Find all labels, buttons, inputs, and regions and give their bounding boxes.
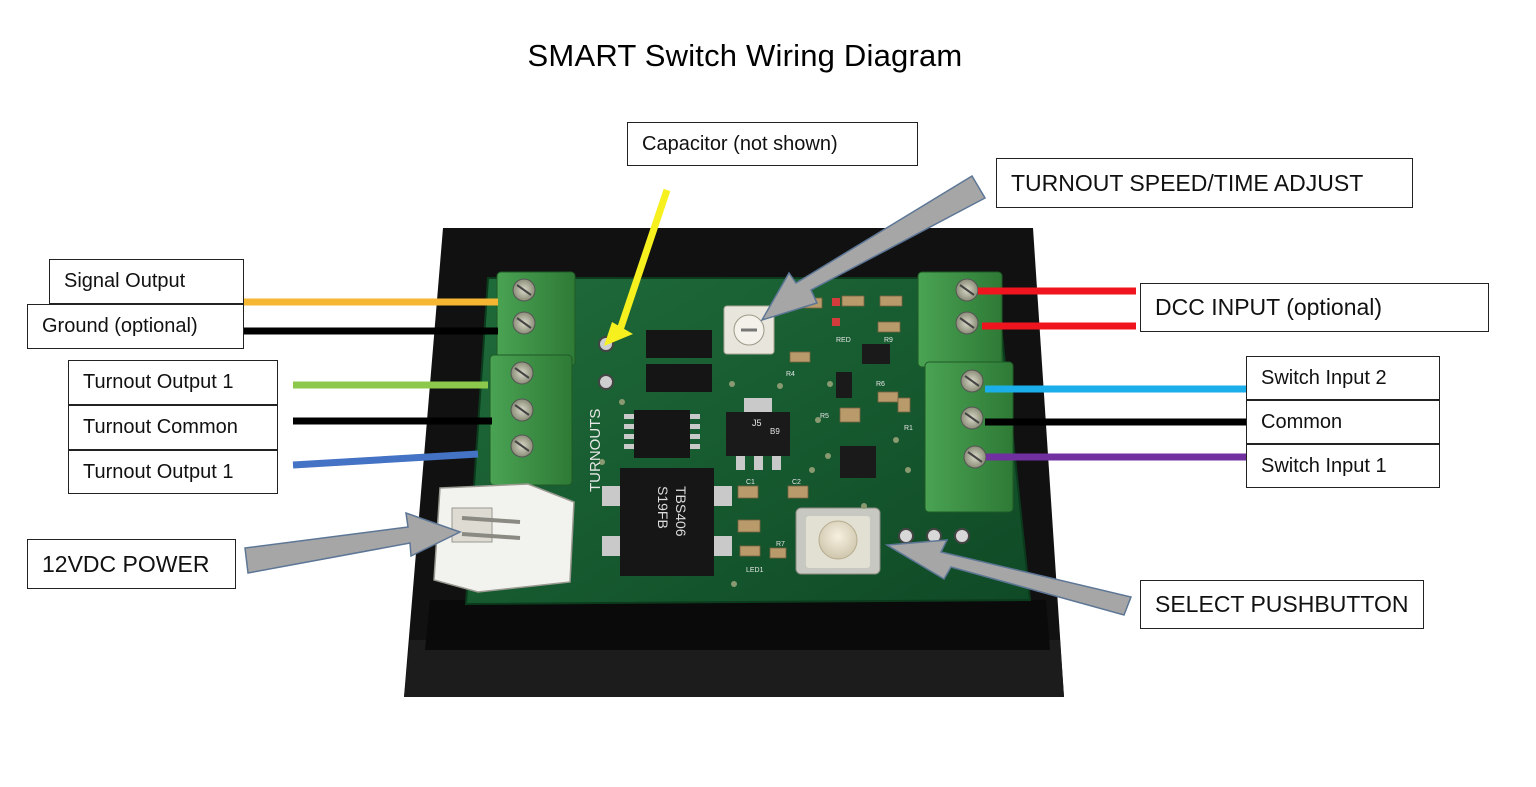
label-common: Common bbox=[1246, 400, 1440, 444]
silk-ic-top: TBS406 bbox=[673, 486, 689, 537]
terminal-block-turnouts bbox=[489, 354, 573, 486]
label-switch-input-1: Switch Input 1 bbox=[1246, 444, 1440, 488]
silk-r7: R7 bbox=[776, 541, 785, 548]
silk-c2: C2 bbox=[792, 479, 801, 486]
label-dcc-input: DCC INPUT (optional) bbox=[1140, 283, 1489, 332]
small-ic bbox=[862, 344, 890, 364]
label-select-pushbutton: SELECT PUSHBUTTON bbox=[1140, 580, 1424, 629]
capacitor-arrow bbox=[604, 188, 671, 346]
silk-r9: R9 bbox=[884, 337, 893, 344]
silk-r6: R6 bbox=[876, 381, 885, 388]
label-ground: Ground (optional) bbox=[27, 304, 244, 349]
label-capacitor: Capacitor (not shown) bbox=[627, 122, 918, 166]
speed-potentiometer bbox=[723, 305, 775, 355]
label-turnout-speed: TURNOUT SPEED/TIME ADJUST bbox=[996, 158, 1413, 208]
transistor bbox=[836, 372, 852, 398]
silk-b9: B9 bbox=[770, 427, 780, 436]
silk-j5: J5 bbox=[752, 418, 762, 428]
silk-c1: C1 bbox=[746, 479, 755, 486]
silk-ic-bottom: S19FB bbox=[655, 486, 671, 529]
label-turnout-common: Turnout Common bbox=[68, 405, 278, 450]
silk-r4: R4 bbox=[786, 371, 795, 378]
power-arrow bbox=[244, 511, 462, 574]
silk-r5: R5 bbox=[820, 413, 829, 420]
enclosure-lip bbox=[404, 640, 1064, 697]
terminal-block-switch bbox=[924, 361, 1014, 513]
label-turnout-output-1b: Turnout Output 1 bbox=[68, 450, 278, 494]
voltage-regulator bbox=[726, 412, 790, 456]
page-title: SMART Switch Wiring Diagram bbox=[527, 38, 963, 73]
label-turnout-output-1a: Turnout Output 1 bbox=[68, 360, 278, 405]
microcontroller bbox=[840, 446, 876, 478]
silk-r1: R1 bbox=[904, 425, 913, 432]
terminal-block-signal bbox=[496, 271, 576, 367]
wire-turnout-out-1b bbox=[292, 450, 479, 469]
bridge-rectifier bbox=[620, 468, 714, 576]
silk-led1: LED1 bbox=[746, 567, 764, 574]
silk-red: RED bbox=[836, 337, 851, 344]
label-power: 12VDC POWER bbox=[27, 539, 236, 589]
pushbutton-arrow bbox=[884, 539, 1133, 616]
turnout-speed-arrow bbox=[760, 174, 987, 322]
power-connector bbox=[433, 483, 575, 593]
terminal-block-dcc bbox=[917, 271, 1003, 368]
select-pushbutton bbox=[795, 507, 881, 575]
label-signal-output: Signal Output bbox=[49, 259, 244, 304]
driver-chip bbox=[634, 410, 690, 458]
label-switch-input-2: Switch Input 2 bbox=[1246, 356, 1440, 400]
silk-turnouts: TURNOUTS bbox=[587, 409, 604, 492]
mosfet-top bbox=[646, 330, 712, 358]
mosfet-bottom bbox=[646, 364, 712, 392]
